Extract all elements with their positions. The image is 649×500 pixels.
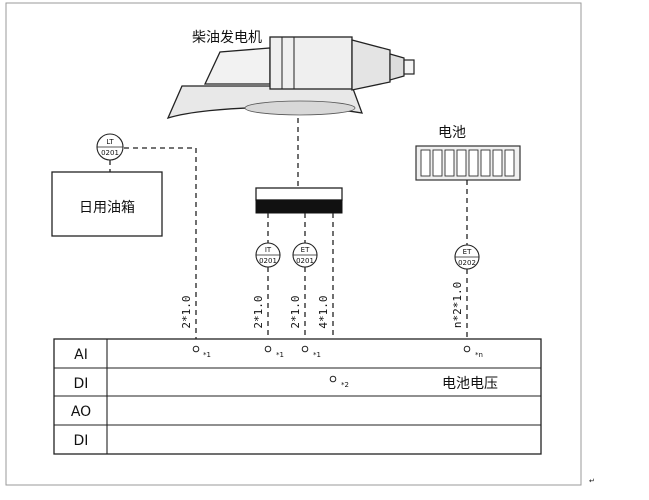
battery-label: 电池: [438, 125, 466, 141]
io-row-label-di: DI: [74, 376, 89, 392]
io-row-label-ao: AO: [71, 404, 91, 420]
wiring: [109, 118, 468, 375]
terminal-4: *2: [329, 375, 349, 389]
terminal-3-label: *1: [313, 351, 321, 359]
generator-label: 柴油发电机: [192, 30, 262, 46]
cable-label-3: 2*1.0: [289, 295, 302, 328]
outer-frame: [5, 2, 582, 486]
cable-label-4: 4*1.0: [317, 295, 330, 328]
terminal-5-label: *n: [475, 351, 483, 359]
terminal-1: *1: [192, 345, 211, 359]
cable-label-2: 2*1.0: [252, 295, 265, 328]
terminal-1-label: *1: [203, 351, 211, 359]
day-tank: [51, 171, 163, 237]
day-tank-label: 日用油箱: [79, 200, 135, 216]
io-row-label-ai: AI: [74, 347, 88, 363]
terminal-2-label: *1: [276, 351, 284, 359]
instrument-et2-tag: ET: [463, 248, 472, 256]
instrument-it: IT 0201: [255, 242, 281, 268]
cable-label-1: 2*1.0: [180, 295, 193, 328]
instrument-lt-number: 0201: [101, 149, 119, 157]
io-table: [53, 338, 542, 455]
terminal-4-label: *2: [341, 381, 349, 389]
instrument-lt-tag: LT: [106, 138, 114, 146]
battery-voltage-label: 电池电压: [442, 376, 498, 392]
return-mark-icon: ↵: [589, 477, 595, 485]
terminal-2: *1: [264, 345, 284, 359]
io-row-label-di-2: DI: [74, 433, 89, 449]
battery-icon: [415, 145, 521, 181]
terminal-5: *n: [463, 345, 483, 359]
controller-bar: [255, 199, 343, 214]
generator-icon: [166, 36, 415, 120]
instrument-it-tag: IT: [265, 246, 272, 254]
instrument-et1-tag: ET: [301, 246, 310, 254]
terminal-3: *1: [301, 345, 321, 359]
controller-top: [255, 187, 343, 201]
instrument-it-number: 0201: [259, 257, 277, 265]
instrument-et2-number: 0202: [458, 259, 476, 267]
instrument-lt: LT 0201: [96, 133, 124, 161]
instrument-et-0202: ET 0202: [454, 244, 480, 270]
instrument-et-0201: ET 0201: [292, 242, 318, 268]
cable-label-5: n*2*1.0: [451, 282, 464, 328]
instrument-et1-number: 0201: [296, 257, 314, 265]
